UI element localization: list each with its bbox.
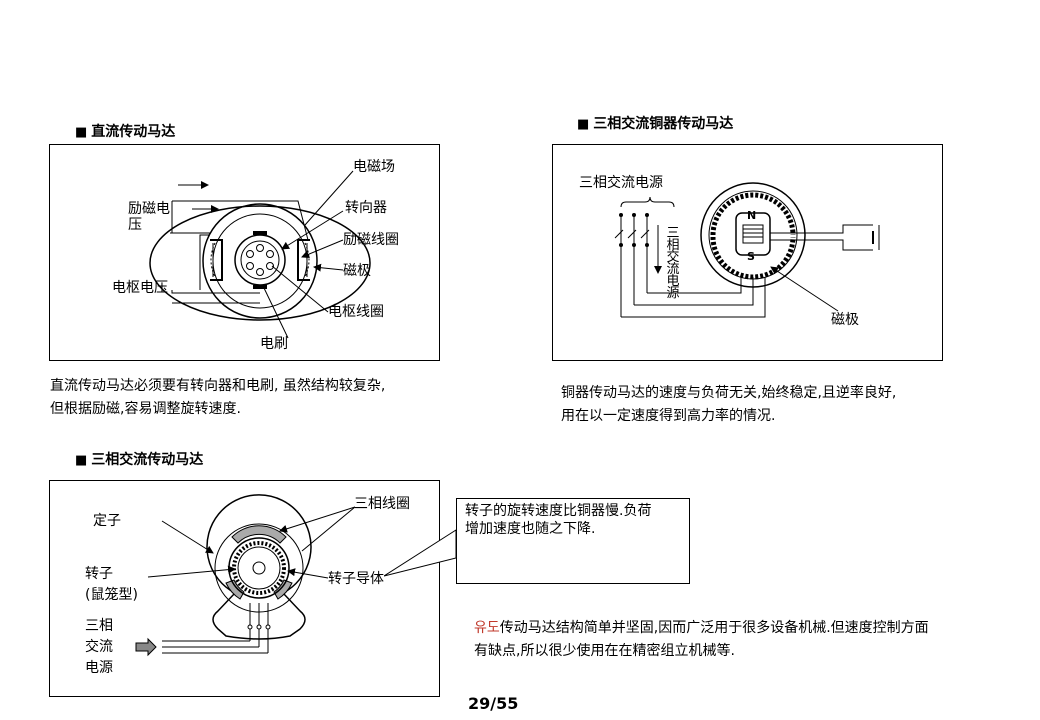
induction-motor-drawing: [135, 494, 356, 657]
rotor-speed-callout: 转子的旋转速度比铜器慢.负荷 增加速度也随之下降.: [456, 498, 690, 584]
induction-desc-line1: 유도传动马达结构简单并坚固,因而广泛用于很多设备机械.但速度控制方面: [474, 617, 929, 640]
label-three-phase-coil: 三相线圈: [354, 496, 410, 512]
dc-motor-heading-text: 直流传动马达: [91, 124, 176, 140]
induction-motor-description: 유도传动马达结构简单并坚固,因而广泛用于很多设备机械.但速度控制方面 有缺点,所…: [474, 617, 929, 663]
square-bullet-icon: ■: [577, 117, 590, 132]
dc-motor-diagram: 电磁场 励磁电压 转向器 励磁线圈 磁极 电枢电压 电枢线圈 电刷: [49, 144, 440, 361]
induction-motor-heading-text: 三相交流传动马达: [91, 452, 204, 468]
label-rotor: 转子: [85, 566, 113, 582]
label-s: S: [747, 250, 755, 263]
sync-motor-heading: ■三相交流铜器传动马达: [577, 113, 733, 133]
label-pole: 磁极: [343, 263, 371, 279]
highlight-word: 유도: [474, 620, 500, 636]
label-sync-pole: 磁极: [831, 312, 859, 328]
label-brush: 电刷: [260, 336, 288, 352]
label-armature-voltage: 电枢电压: [112, 280, 168, 296]
sync-desc-line2: 用在以一定速度得到高力率的情况.: [561, 408, 776, 424]
label-source-1: 三相: [85, 618, 113, 634]
dc-motor-description: 直流传动马达必须要有转向器和电刷, 虽然结构较复杂, 但根据励磁,容易调整旋转速…: [50, 375, 385, 421]
label-n: N: [747, 209, 757, 222]
induction-desc-line1-rest: 传动马达结构简单并坚固,因而广泛用于很多设备机械.但速度控制方面: [499, 620, 929, 636]
dc-desc-line2: 但根据励磁,容易调整旋转速度.: [50, 401, 241, 417]
label-excite-coil: 励磁线圈: [343, 232, 399, 248]
label-armature-coil: 电枢线圈: [328, 304, 384, 320]
dc-motor-heading: ■直流传动马达: [75, 121, 175, 141]
label-rotor-conductor: 转子导体: [328, 571, 384, 587]
sync-desc-line1: 铜器传动马达的速度与负荷无关,始终稳定,且逆率良好,: [561, 385, 897, 401]
dc-desc-line1: 直流传动马达必须要有转向器和电刷, 虽然结构较复杂,: [50, 378, 386, 394]
callout-line1: 转子的旋转速度比铜器慢.负荷: [465, 503, 652, 519]
label-excite-voltage: 励磁电压: [128, 201, 170, 233]
sync-motor-diagram: 三相交流电源 三相交流电源 N S 磁极: [552, 144, 943, 361]
label-three-phase-source: 三相交流电源: [579, 175, 663, 191]
sync-motor-heading-text: 三相交流铜器传动马达: [593, 116, 734, 132]
label-stator: 定子: [93, 513, 121, 529]
label-source-2: 交流: [85, 639, 113, 655]
label-source-3: 电源: [85, 660, 113, 676]
induction-motor-heading: ■三相交流传动马达: [75, 449, 203, 469]
page-number: 29/55: [468, 694, 519, 713]
sync-motor-description: 铜器传动马达的速度与负荷无关,始终稳定,且逆率良好, 用在以一定速度得到高力率的…: [561, 382, 896, 428]
dc-motor-drawing: [149, 170, 371, 339]
sync-motor-drawing: [614, 182, 880, 318]
induction-motor-diagram: 定子 转子 (鼠笼型) 三相线圈 转子导体 三相 交流 电源: [49, 480, 440, 697]
square-bullet-icon: ■: [75, 125, 88, 140]
callout-line2: 增加速度也随之下降.: [465, 521, 596, 537]
square-bullet-icon: ■: [75, 453, 88, 468]
induction-desc-line2: 有缺点,所以很少使用在在精密组立机械等.: [474, 643, 735, 659]
label-rotor-type: (鼠笼型): [85, 587, 138, 603]
label-commutator: 转向器: [345, 200, 387, 216]
label-field: 电磁场: [353, 159, 395, 175]
label-vertical-source: 三相交流电源: [666, 226, 680, 301]
